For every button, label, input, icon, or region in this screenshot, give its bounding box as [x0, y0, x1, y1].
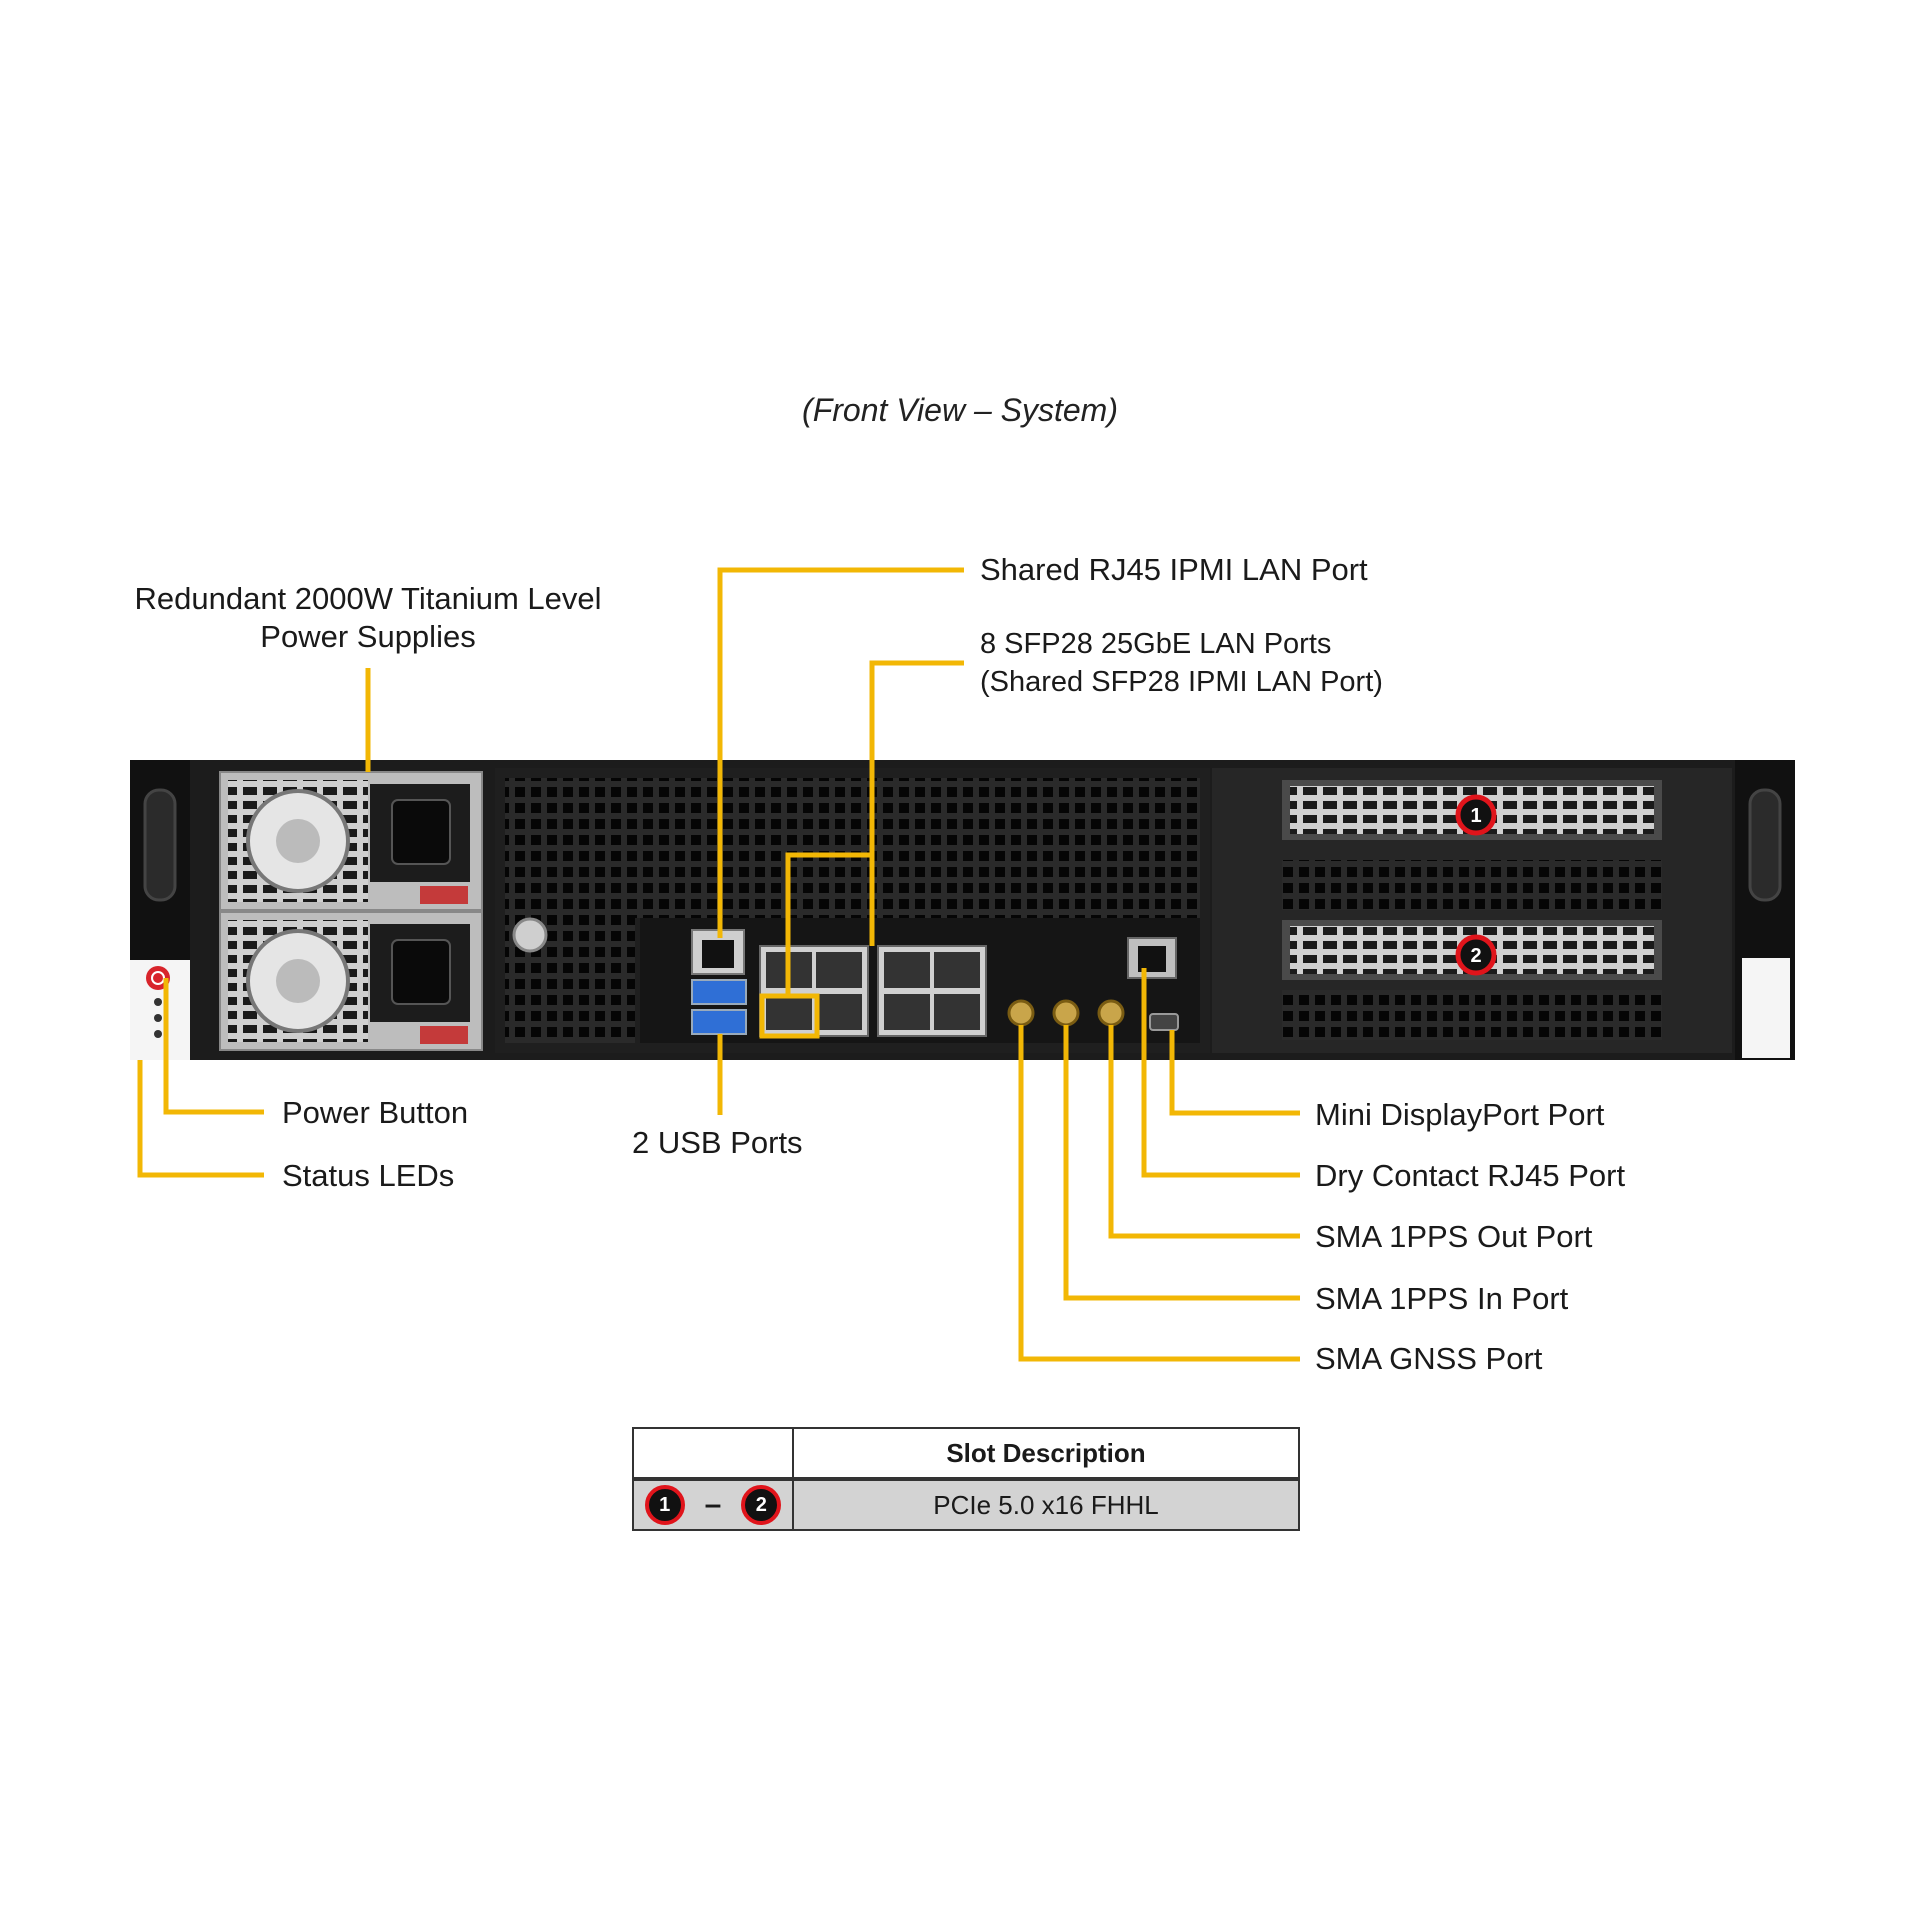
label-sfp28-line1: 8 SFP28 25GbE LAN Ports	[980, 628, 1332, 660]
slot-description-table: Slot Description 1 – 2 PCIe 5.0 x16 FHHL	[632, 1427, 1300, 1531]
slot-badge-2: 2	[1455, 934, 1497, 976]
sma-gnss-connector[interactable]	[1007, 999, 1035, 1027]
label-sma-1pps-out: SMA 1PPS Out Port	[1315, 1219, 1593, 1254]
label-dry-contact: Dry Contact RJ45 Port	[1315, 1158, 1626, 1193]
slot-badge-1: 1	[1455, 794, 1497, 836]
usb-port-2[interactable]	[691, 1009, 747, 1035]
sma-1pps-in-connector[interactable]	[1052, 999, 1080, 1027]
mini-displayport-port[interactable]	[1149, 1013, 1179, 1031]
sma-1pps-out-connector[interactable]	[1097, 999, 1125, 1027]
sfp28-cage-left[interactable]	[759, 945, 869, 1037]
label-power-button: Power Button	[282, 1095, 469, 1130]
label-sma-gnss: SMA GNSS Port	[1315, 1341, 1543, 1376]
usb-port-1[interactable]	[691, 979, 747, 1005]
label-status-leds: Status LEDs	[282, 1158, 455, 1193]
svg-text:2: 2	[1470, 945, 1481, 967]
table-cell-description: PCIe 5.0 x16 FHHL	[792, 1477, 1300, 1531]
table-row: 1 – 2 PCIe 5.0 x16 FHHL	[632, 1477, 1300, 1531]
label-ipmi-port: Shared RJ45 IPMI LAN Port	[980, 552, 1368, 587]
label-sfp28-line2: (Shared SFP28 IPMI LAN Port)	[980, 666, 1383, 698]
slot-range-end-badge: 2	[741, 1485, 782, 1525]
slot-range-start-badge: 1	[644, 1485, 685, 1525]
status-leds	[154, 998, 162, 1038]
power-supply-2	[219, 911, 483, 1051]
label-sma-1pps-in: SMA 1PPS In Port	[1315, 1281, 1569, 1316]
svg-text:1: 1	[1470, 805, 1481, 827]
table-header-row: Slot Description	[632, 1427, 1300, 1480]
slot-range-separator: –	[704, 1488, 722, 1521]
label-mini-displayport: Mini DisplayPort Port	[1315, 1097, 1605, 1132]
figure-caption: (Front View – System)	[802, 392, 1118, 428]
table-header-slot-description: Slot Description	[792, 1427, 1300, 1480]
label-power-supplies-line1: Redundant 2000W Titanium Level	[134, 581, 602, 616]
table-header-blank	[632, 1427, 794, 1480]
label-sfp28-ports: 8 SFP28 25GbE LAN Ports (Shared SFP28 IP…	[980, 625, 1383, 701]
callout-lines	[137, 567, 1300, 1362]
table-cell-slot-range: 1 – 2	[632, 1477, 794, 1531]
sfp28-cage-right[interactable]	[877, 945, 987, 1037]
label-power-supplies: Redundant 2000W Titanium Level Power Sup…	[118, 580, 618, 656]
brand-plate	[1742, 958, 1790, 1058]
label-power-supplies-line2: Power Supplies	[260, 619, 476, 654]
vent-grille-top	[505, 778, 1200, 918]
label-usb-ports: 2 USB Ports	[632, 1125, 803, 1160]
chassis-lock-icon	[512, 917, 548, 953]
power-supply-1	[219, 771, 483, 911]
